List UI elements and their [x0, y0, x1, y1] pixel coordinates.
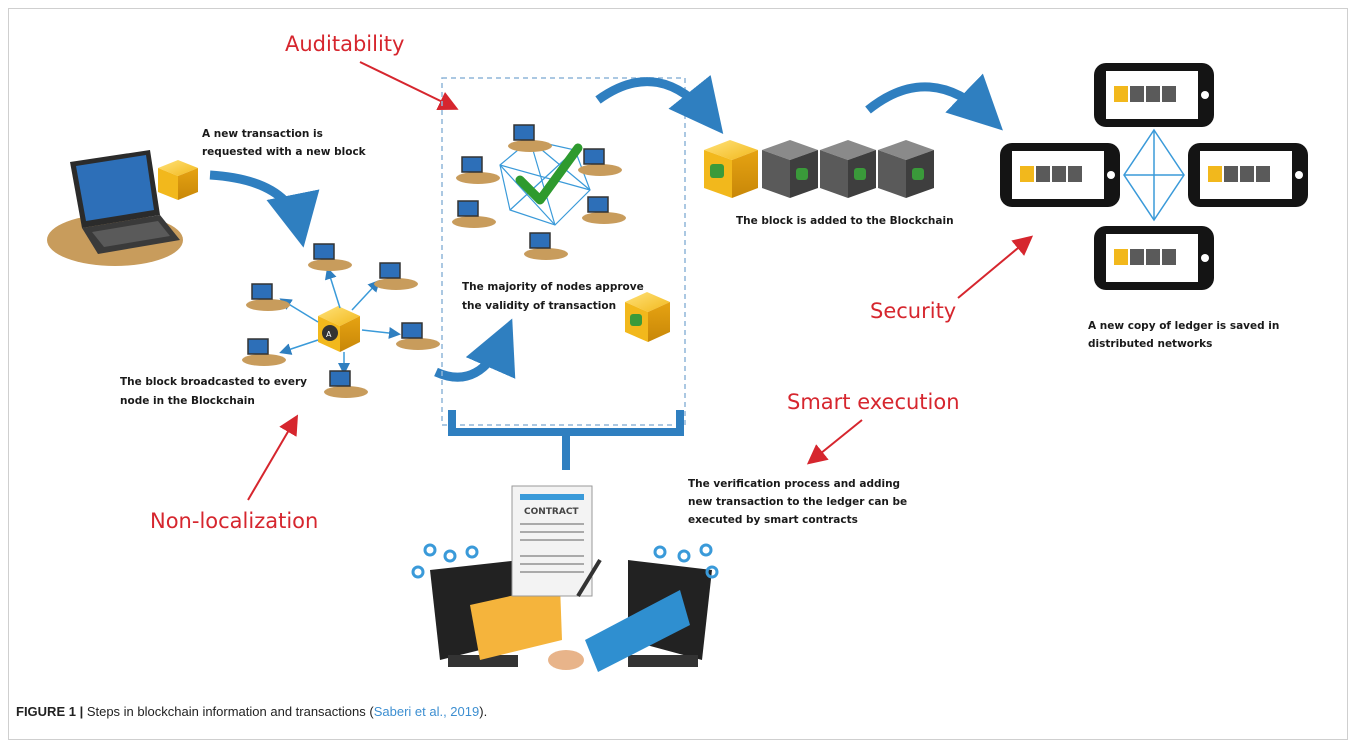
checkmark-icon — [515, 143, 583, 205]
gear-icon — [443, 549, 457, 563]
chain-block-icon — [878, 140, 934, 198]
figure-caption: FIGURE 1 | Steps in blockchain informati… — [16, 704, 487, 719]
smart-execution-label: Smart execution — [787, 390, 960, 414]
gear-icon — [653, 545, 667, 559]
blockchain-diagram: Auditability Security Smart execution No… — [47, 32, 1308, 672]
gear-icons — [411, 543, 719, 579]
node-laptop-icon — [452, 200, 496, 228]
node-laptop-icon — [308, 243, 352, 271]
svg-text:A: A — [326, 330, 332, 339]
pen-icon — [576, 558, 602, 598]
gear-icon — [699, 543, 713, 557]
contract-bracket — [448, 410, 684, 470]
figure-frame — [8, 8, 1348, 740]
smart-contract-note-1: The verification process and adding — [688, 478, 900, 490]
flow-arrow-1 — [209, 170, 320, 248]
node-laptop-icon — [324, 370, 368, 398]
laptop-icon — [47, 150, 183, 266]
gear-icon — [423, 543, 437, 557]
ledger-note-1: A new copy of ledger is saved in — [1088, 320, 1279, 332]
broadcast-block-icon: A — [318, 306, 360, 352]
contract-document-icon: CONTRACT — [511, 485, 593, 597]
caption-end: ). — [479, 704, 488, 719]
gear-icon — [677, 549, 691, 563]
ledger-note-2: distributed networks — [1088, 338, 1212, 350]
node-laptop-icon — [246, 283, 290, 311]
node-laptop-icon — [374, 262, 418, 290]
phone-icon — [1094, 226, 1214, 290]
smart-contract-illustration: CONTRACT — [411, 485, 719, 672]
broadcast-note-1: The block broadcasted to every — [120, 376, 307, 388]
node-laptop-icon — [396, 322, 440, 350]
node-laptop-icon — [456, 156, 500, 184]
left-arm — [470, 585, 562, 660]
smart-contract-note-2: new transaction to the ledger can be — [688, 496, 907, 508]
caption-citation-link[interactable]: Saberi et al., 2019 — [373, 704, 480, 719]
node-laptop-icon — [582, 196, 626, 224]
node-laptop-icon — [578, 148, 622, 176]
flow-arrow-4 — [865, 73, 1003, 131]
broadcast-node-laptops — [242, 243, 440, 398]
flow-arrow-2 — [434, 318, 516, 382]
distributed-phones — [1000, 63, 1308, 290]
security-arrow — [957, 235, 1034, 299]
smart-execution-arrow — [806, 419, 863, 465]
non-localization-arrow — [247, 414, 299, 501]
block-added-note: The block is added to the Blockchain — [736, 215, 954, 227]
broadcast-note-2: node in the Blockchain — [120, 395, 255, 407]
new-chain-block-icon — [704, 140, 758, 198]
phone-icon — [1188, 143, 1308, 207]
gear-icon — [705, 565, 719, 579]
new-transaction-note-1: A new transaction is — [202, 128, 323, 140]
smart-contract-note-3: executed by smart contracts — [688, 514, 858, 526]
blockchain-icon — [704, 140, 934, 198]
new-block-cube-icon — [158, 160, 198, 200]
non-localization-label: Non-localization — [150, 509, 318, 533]
phone-icon — [1094, 63, 1214, 127]
majority-note-2: the validity of transaction — [462, 300, 616, 312]
majority-note-1: The majority of nodes approve — [462, 281, 644, 293]
node-laptop-icon — [524, 232, 568, 260]
chain-block-icon — [820, 140, 876, 198]
new-transaction-note-2: requested with a new block — [202, 146, 367, 158]
contract-title: CONTRACT — [524, 507, 579, 517]
network-diamond-icon — [1123, 128, 1185, 222]
caption-figure-number: FIGURE 1 | — [16, 704, 84, 719]
validator-node-laptops — [452, 124, 626, 260]
handshake-icon — [548, 650, 584, 670]
broadcast-hub: A — [279, 267, 401, 375]
chain-block-icon — [762, 140, 818, 198]
node-laptop-icon — [242, 338, 286, 366]
node-laptop-icon — [508, 124, 552, 152]
auditability-arrow — [359, 61, 459, 111]
right-arm — [585, 590, 690, 672]
validation-dashed-box — [441, 77, 686, 426]
gear-icon — [465, 545, 479, 559]
security-label: Security — [870, 299, 956, 323]
auditability-label: Auditability — [285, 32, 404, 56]
flow-arrow-3 — [595, 75, 724, 135]
caption-text: Steps in blockchain information and tran… — [83, 704, 374, 719]
phone-icon — [1000, 143, 1120, 207]
gear-icon — [411, 565, 425, 579]
approved-block-icon — [625, 292, 670, 342]
